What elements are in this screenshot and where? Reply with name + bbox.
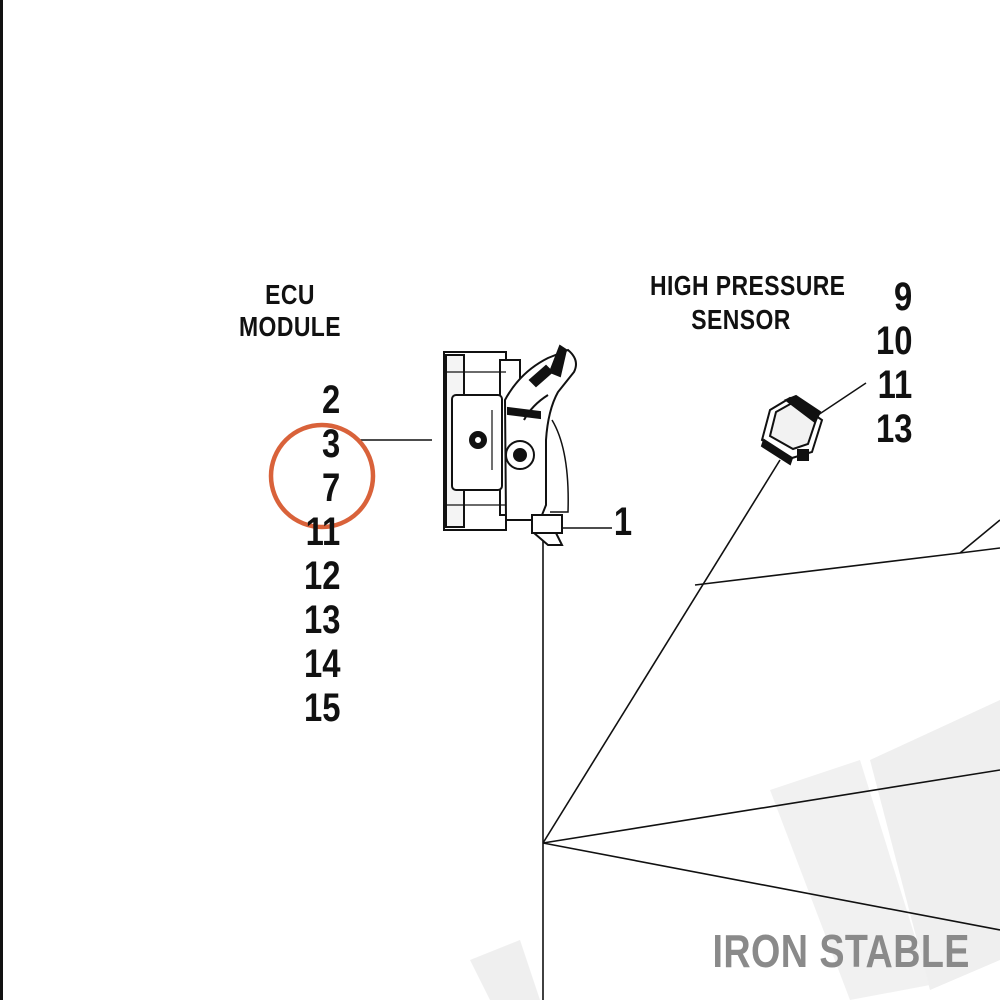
pressure-sensor-drawing <box>760 394 824 466</box>
ecu-part-number: 14 <box>303 642 340 686</box>
iron-stable-watermark: IRON STABLE <box>712 925 970 977</box>
frame-left-edge <box>0 0 3 1000</box>
ecu-part-number: 13 <box>303 598 340 642</box>
ecu-part-numbers: 2 3 7 11 12 13 14 15 <box>296 378 340 730</box>
sensor-part-number: 13 <box>875 407 912 451</box>
ecu-module-title-line2: MODULE <box>239 311 341 342</box>
ecu-part-number: 11 <box>305 510 340 554</box>
frame-wireframe <box>542 459 1000 1000</box>
background-watermark-shapes <box>470 700 1000 1000</box>
connector-callout-number: 1 <box>613 500 633 544</box>
leader-lines <box>360 382 867 529</box>
ecu-module-drawing <box>443 344 577 546</box>
pressure-sensor-title-line1: HIGH PRESSURE <box>649 270 846 301</box>
sensor-part-number: 10 <box>875 319 912 363</box>
ecu-module-title-line1: ECU <box>265 279 315 310</box>
ecu-part-number: 3 <box>321 422 340 466</box>
sensor-part-number: 9 <box>893 275 912 319</box>
ecu-part-number: 2 <box>321 378 340 422</box>
pressure-sensor-title-line2: SENSOR <box>691 304 791 335</box>
sensor-part-number: 11 <box>877 363 912 407</box>
ecu-part-number-circled: 7 <box>321 466 340 510</box>
highlight-circle <box>268 422 376 530</box>
ecu-part-number: 12 <box>303 554 340 598</box>
ecu-part-number: 15 <box>303 686 340 730</box>
pressure-sensor-part-numbers: 9 10 11 13 <box>868 275 912 451</box>
